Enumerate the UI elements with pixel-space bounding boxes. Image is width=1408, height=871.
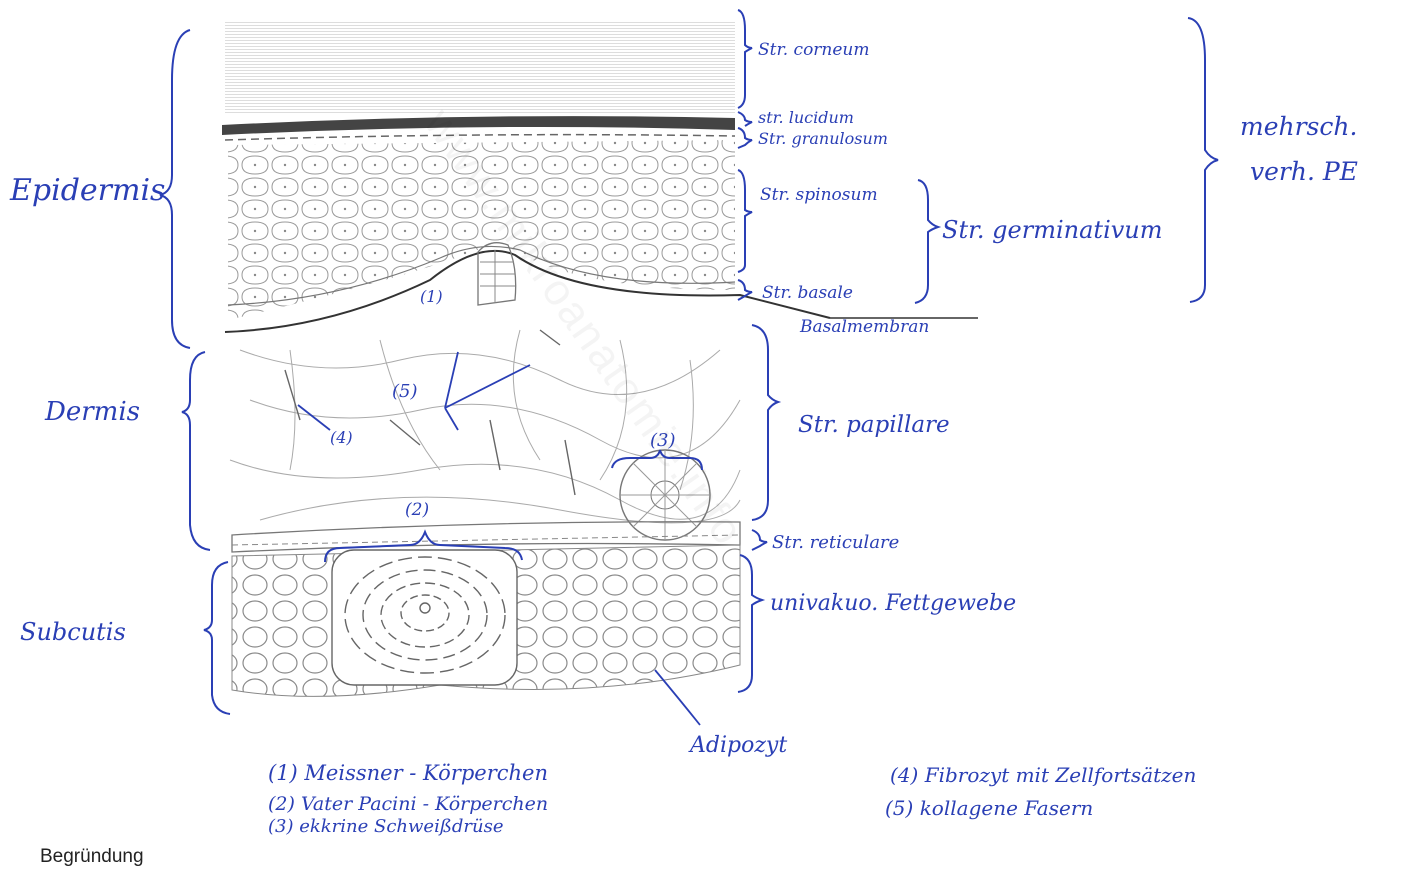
- legend-item: (5) kollagene Fasern: [885, 796, 1093, 820]
- marker-4: (4): [330, 428, 353, 447]
- label-epidermis: Epidermis: [9, 173, 165, 208]
- legend-item: (1) Meissner - Körperchen: [268, 761, 548, 785]
- legend-item: (2) Vater Pacini - Körperchen: [268, 793, 548, 815]
- label-adipozyt: Adipozyt: [688, 733, 787, 758]
- label-str-granulosum: Str. granulosum: [758, 129, 888, 148]
- label-str-lucidum: str. lucidum: [758, 108, 854, 127]
- vater-pacini-corpuscle: [332, 550, 517, 685]
- legend: (1) Meissner - Körperchen (2) Vater Paci…: [268, 761, 1196, 837]
- marker-1: (1): [420, 287, 443, 306]
- label-subcutis: Subcutis: [20, 618, 126, 646]
- label-verh-pe: verh. PE: [1250, 157, 1358, 186]
- marker-5: (5): [392, 381, 418, 402]
- label-basalmembran: Basalmembran: [799, 317, 929, 337]
- legend-item: (4) Fibrozyt mit Zellfortsätzen: [890, 763, 1196, 787]
- label-str-spinosum: Str. spinosum: [760, 185, 878, 205]
- label-str-corneum: Str. corneum: [758, 40, 870, 60]
- stratum-lucidum-band: [222, 116, 735, 135]
- label-mehrsch: mehrsch.: [1240, 112, 1357, 141]
- label-str-basale: Str. basale: [762, 283, 853, 303]
- marker-2: (2): [405, 500, 429, 520]
- footer-heading: Begründung: [40, 846, 144, 868]
- label-str-germinativum: Str. germinativum: [942, 216, 1163, 244]
- label-str-reticulare: Str. reticulare: [772, 532, 899, 553]
- label-dermis: Dermis: [44, 397, 140, 427]
- legend-item: (3) ekkrine Schweißdrüse: [268, 816, 503, 837]
- stratum-corneum-area: [225, 20, 735, 115]
- label-fettgewebe: univakuo. Fettgewebe: [770, 591, 1016, 616]
- label-str-papillare: Str. papillare: [798, 412, 950, 438]
